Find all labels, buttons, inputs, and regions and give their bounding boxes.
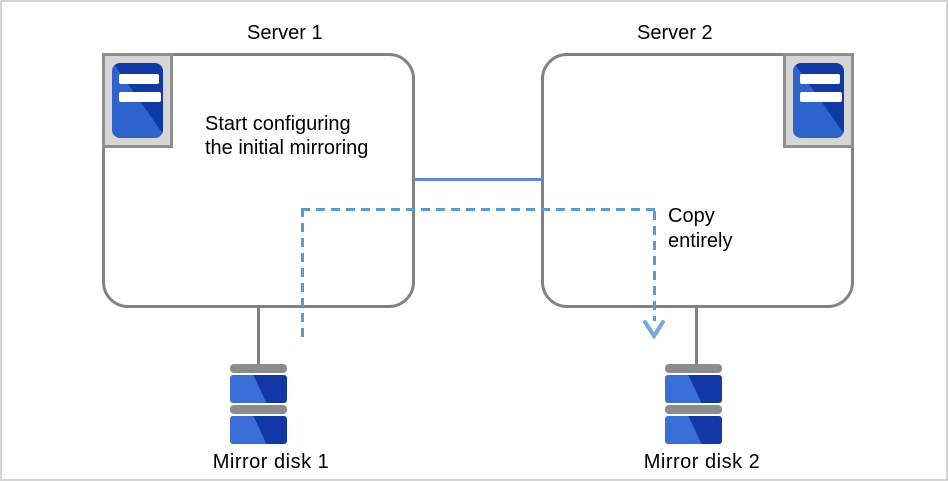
disk-cap — [665, 405, 722, 414]
server-icon-slot — [800, 74, 840, 84]
disk-cap — [230, 364, 287, 373]
copy-annotation: Copy entirely — [668, 205, 733, 252]
copy-path-source-vertical — [301, 208, 304, 339]
server-icon-slot — [119, 92, 161, 102]
disk-cap — [665, 364, 722, 373]
disk-platter — [665, 375, 722, 403]
arrow-down-icon — [643, 320, 665, 339]
disk2-label: Mirror disk 2 — [643, 451, 761, 473]
disk-platter — [230, 375, 287, 403]
disk-platter — [665, 416, 722, 444]
disk1-connector — [257, 307, 260, 365]
server2-title: Server 2 — [637, 22, 713, 44]
disk-cap — [230, 405, 287, 414]
mirror-disk-icon — [665, 364, 722, 444]
copy-path-target-vertical — [653, 211, 656, 321]
server-icon-slot — [119, 74, 159, 84]
disk-platter — [230, 416, 287, 444]
disk1-label: Mirror disk 1 — [212, 451, 330, 473]
server-icon — [783, 53, 854, 148]
server1-note: Start configuring the initial mirroring — [205, 113, 369, 159]
server1-title: Server 1 — [247, 22, 323, 44]
server-icon — [102, 53, 173, 148]
mirror-disk-icon — [230, 364, 287, 444]
server-icon-slot — [800, 92, 842, 102]
copy-path-horizontal — [301, 208, 656, 211]
disk2-connector — [695, 307, 698, 365]
server-link-line — [415, 178, 541, 181]
